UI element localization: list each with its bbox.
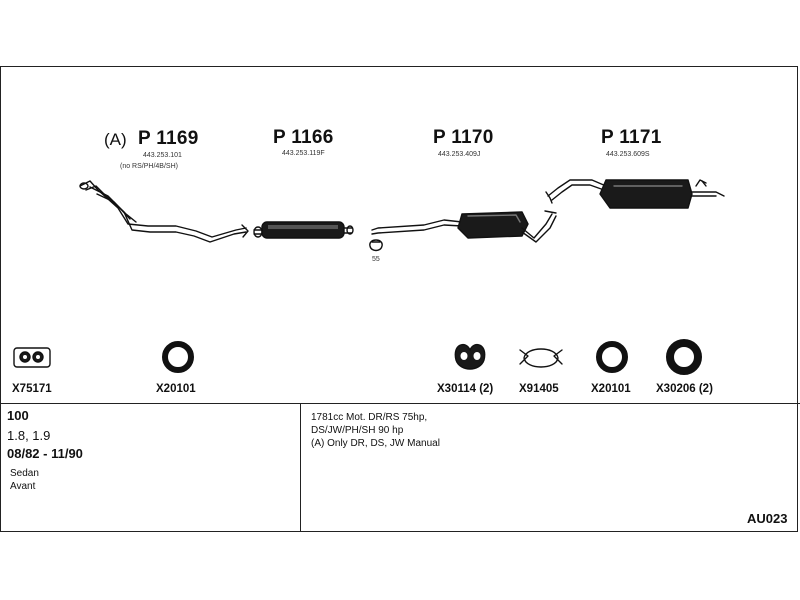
clamp-55	[369, 239, 383, 252]
hanger-x30114	[454, 343, 486, 370]
part-number-p1171: P 1171	[601, 127, 662, 148]
ring-x30206	[666, 339, 702, 375]
fitting-label-x30114: X30114 (2)	[437, 383, 494, 395]
catalog-code: AU023	[747, 511, 788, 526]
vehicle-model: 100	[7, 408, 29, 423]
part-note-p1169: (no RS/PH/4B/SH)	[120, 163, 178, 170]
clamp-label: 55	[372, 256, 380, 263]
fitting-label-x75171: X75171	[12, 383, 52, 395]
note-line-1: 1781cc Mot. DR/RS 75hp,	[311, 412, 428, 423]
part-oe-p1169: 443.253.101	[143, 152, 182, 159]
rear-silencer-p1171	[545, 179, 725, 209]
middle-silencer-p1166	[253, 221, 354, 239]
part-oe-p1170: 443.253.409J	[438, 151, 481, 158]
note-line-2: DS/JW/PH/SH 90 hp	[311, 425, 404, 436]
ring-x20101-a	[162, 341, 194, 373]
fitting-label-x20101: X20101	[156, 383, 196, 395]
vehicle-body-sedan: Sedan	[10, 468, 39, 479]
gasket-x75171	[13, 347, 51, 368]
divider-vertical	[300, 404, 301, 532]
note-line-3: (A) Only DR, DS, JW Manual	[311, 438, 440, 449]
clamp-x91405	[519, 348, 563, 368]
part-oe-p1171: 443.253.609S	[606, 151, 650, 158]
ring-x20101-b	[596, 341, 628, 373]
silencer-p1170	[371, 210, 557, 243]
divider-horizontal	[0, 403, 800, 404]
part-number-p1169: P 1169	[138, 128, 199, 149]
fitting-label-x30206: X30206 (2)	[656, 383, 713, 395]
part-number-p1166: P 1166	[273, 127, 334, 148]
fitting-label-x91405: X91405	[519, 383, 559, 395]
part-oe-p1166: 443.253.119F	[282, 150, 325, 157]
fitting-label-x20101-b: X20101	[591, 383, 631, 395]
diagram-frame	[0, 66, 798, 532]
part-number-p1170: P 1170	[433, 127, 494, 148]
vehicle-years: 08/82 - 11/90	[7, 446, 83, 461]
vehicle-engines: 1.8, 1.9	[7, 428, 51, 443]
part-prefix-a: (A)	[104, 130, 127, 149]
front-pipe-p1169	[79, 180, 249, 243]
vehicle-body-avant: Avant	[10, 481, 36, 492]
